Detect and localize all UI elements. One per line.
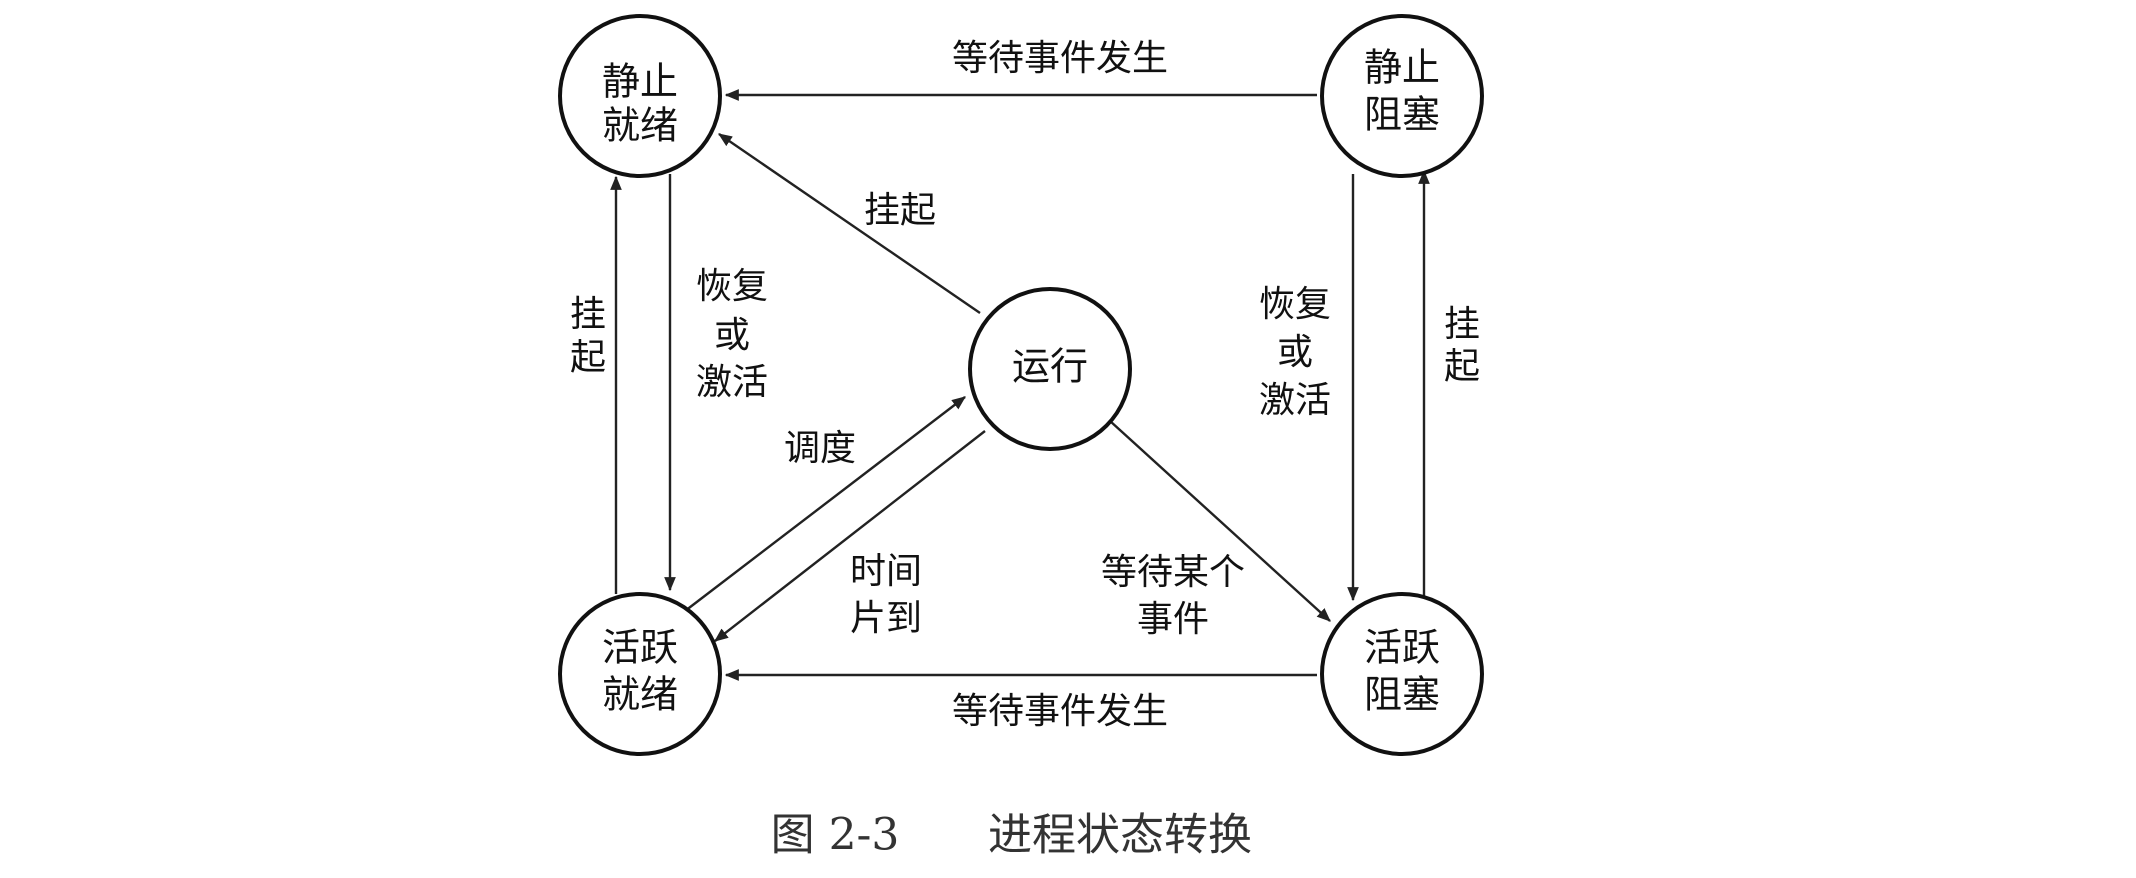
label-running-to-active-ready-line1: 时间	[850, 551, 922, 592]
label-static-blocked-to-active-blocked-line1: 恢复	[1259, 284, 1331, 325]
active-blocked-label-line2: 阻塞	[1364, 673, 1440, 717]
label-static-blocked-to-static-ready: 等待事件发生	[952, 38, 1168, 79]
state-node-running: 运行	[968, 287, 1132, 451]
edge-running-to-active-blocked	[1109, 420, 1331, 622]
state-node-active-ready: 活跃 就绪	[558, 592, 722, 756]
label-static-ready-to-active-ready-line2: 或	[714, 315, 750, 356]
static-blocked-circle	[1320, 14, 1484, 178]
edge-active-ready-to-running	[684, 396, 966, 612]
figure-caption: 图 2-3 进程状态转换	[771, 810, 1252, 861]
figure-number: 图 2-3	[771, 810, 900, 861]
active-ready-label-line2: 就绪	[602, 673, 678, 717]
label-running-to-active-ready-line2: 片到	[850, 598, 922, 639]
label-static-blocked-to-active-blocked-line2: 或	[1277, 332, 1313, 373]
label-running-to-active-blocked-line2: 事件	[1137, 599, 1209, 640]
state-node-active-blocked: 活跃 阻塞	[1320, 592, 1484, 756]
static-ready-label-line1: 静止	[602, 60, 678, 104]
active-ready-circle	[558, 592, 722, 756]
label-active-ready-to-running: 调度	[784, 428, 856, 469]
static-blocked-label-line1: 静止	[1364, 46, 1440, 90]
label-static-ready-to-active-ready-line1: 恢复	[696, 266, 768, 307]
label-static-ready-to-active-ready-line3: 激活	[696, 362, 768, 403]
edges	[610, 89, 1430, 681]
active-blocked-circle	[1320, 592, 1484, 756]
edge-labels: 等待事件发生 挂起 挂 起 恢复 或 激活 恢复 或 激活 挂 起 调度 时间 …	[570, 38, 1480, 732]
state-node-static-ready: 静止 就绪	[558, 14, 722, 178]
running-label: 运行	[1012, 345, 1088, 389]
label-active-blocked-to-static-blocked-line1: 挂	[1444, 304, 1480, 345]
active-blocked-label-line1: 活跃	[1364, 626, 1440, 670]
edge-running-to-static-ready	[718, 133, 981, 314]
label-running-to-static-ready: 挂起	[864, 190, 936, 231]
figure-title: 进程状态转换	[988, 810, 1252, 861]
static-ready-circle	[558, 14, 722, 178]
label-running-to-active-blocked-line1: 等待某个	[1101, 552, 1245, 593]
static-ready-label-line2: 就绪	[602, 104, 678, 148]
label-active-blocked-to-static-blocked-line2: 起	[1444, 346, 1480, 387]
label-static-blocked-to-active-blocked-line3: 激活	[1259, 380, 1331, 421]
static-blocked-label-line2: 阻塞	[1364, 93, 1440, 137]
edge-running-to-active-ready	[714, 430, 986, 642]
label-active-blocked-to-active-ready: 等待事件发生	[952, 691, 1168, 732]
label-active-ready-to-static-ready-line1: 挂	[570, 294, 606, 335]
state-node-static-blocked: 静止 阻塞	[1320, 14, 1484, 178]
label-active-ready-to-static-ready-line2: 起	[570, 337, 606, 378]
active-ready-label-line1: 活跃	[602, 626, 678, 670]
running-circle	[968, 287, 1132, 451]
